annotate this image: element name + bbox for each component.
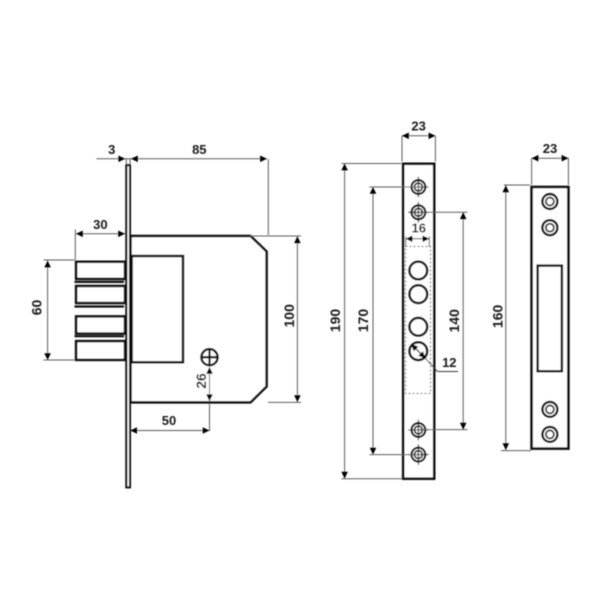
svg-text:140: 140 xyxy=(446,309,462,333)
svg-text:60: 60 xyxy=(29,300,45,316)
svg-text:50: 50 xyxy=(162,413,176,428)
svg-text:85: 85 xyxy=(192,142,206,157)
svg-text:12: 12 xyxy=(442,355,456,370)
svg-text:190: 190 xyxy=(327,309,343,333)
svg-text:23: 23 xyxy=(543,141,557,156)
svg-text:170: 170 xyxy=(355,309,371,333)
svg-text:16: 16 xyxy=(412,220,426,235)
svg-text:100: 100 xyxy=(281,304,297,328)
svg-text:3: 3 xyxy=(108,142,115,157)
svg-text:23: 23 xyxy=(411,119,425,134)
svg-text:160: 160 xyxy=(489,305,505,329)
svg-text:26: 26 xyxy=(193,373,209,389)
svg-text:30: 30 xyxy=(93,217,107,232)
